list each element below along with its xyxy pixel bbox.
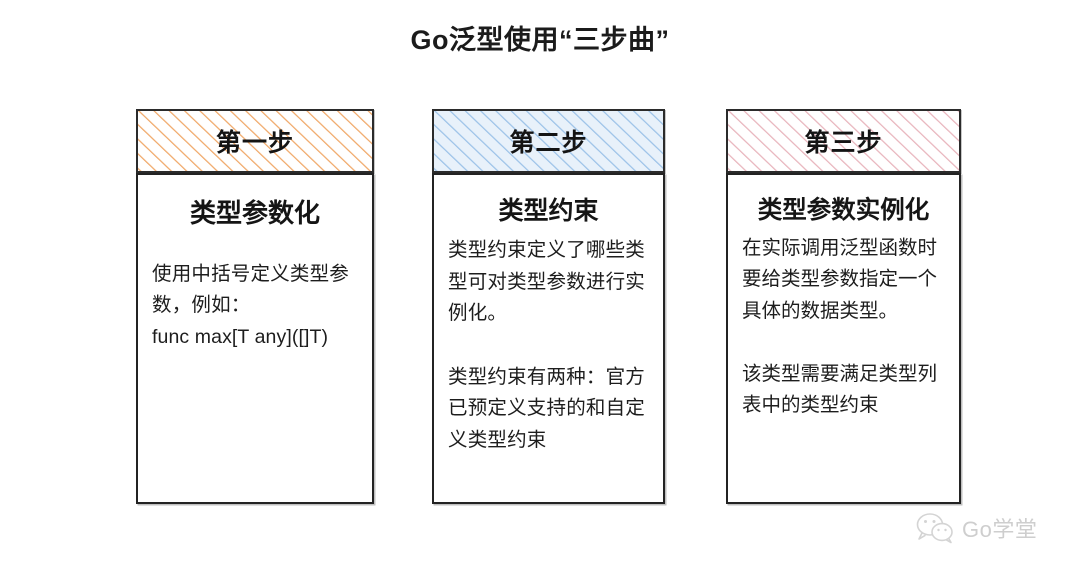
step-card-2-header: 第二步 bbox=[432, 109, 665, 173]
step-card-1-step-label: 第一步 bbox=[215, 129, 294, 157]
step-card-3: 第三步 类型参数实例化 在实际调用泛型函数时要给类型参数指定一个具体的数据类型。… bbox=[726, 109, 961, 504]
step-card-2-paragraph-2: 类型约束有两种：官方已预定义支持的和自定义类型约束 bbox=[448, 365, 646, 451]
step-card-3-paragraph-2: 该类型需要满足类型列表中的类型约束 bbox=[742, 362, 938, 417]
step-card-1-code-sample: func max[T any]([]T) bbox=[152, 325, 329, 348]
watermark-label: Go学堂 bbox=[962, 517, 1038, 542]
step-card-3-heading: 类型参数实例化 bbox=[757, 197, 930, 224]
wechat-icon bbox=[916, 513, 953, 544]
step-card-2-paragraph-1: 类型约束定义了哪些类型可对类型参数进行实例化。 bbox=[448, 239, 646, 325]
page-title: Go泛型使用“三步曲” bbox=[410, 25, 670, 55]
step-card-1-paragraph-1: 使用中括号定义类型参数，例如： bbox=[152, 262, 350, 317]
step-card-2-step-label: 第二步 bbox=[509, 129, 588, 157]
step-card-3-body: 类型参数实例化 在实际调用泛型函数时要给类型参数指定一个具体的数据类型。 该类型… bbox=[726, 173, 961, 504]
step-card-2-body: 类型约束 类型约束定义了哪些类型可对类型参数进行实例化。 类型约束有两种：官方已… bbox=[432, 173, 665, 504]
step-card-2: 第二步 类型约束 类型约束定义了哪些类型可对类型参数进行实例化。 类型约束有两种… bbox=[432, 109, 665, 504]
step-card-3-step-label: 第三步 bbox=[804, 129, 883, 157]
step-card-1: 第一步 类型参数化 使用中括号定义类型参数，例如： func max[T any… bbox=[136, 109, 374, 504]
step-card-2-heading: 类型约束 bbox=[498, 197, 599, 225]
step-card-1-header: 第一步 bbox=[136, 109, 374, 173]
step-card-3-paragraph-1: 在实际调用泛型函数时要给类型参数指定一个具体的数据类型。 bbox=[742, 236, 938, 322]
watermark: Go学堂 bbox=[915, 512, 1037, 544]
step-card-3-header: 第三步 bbox=[726, 109, 961, 173]
step-card-1-heading: 类型参数化 bbox=[189, 198, 320, 228]
step-card-1-body: 类型参数化 使用中括号定义类型参数，例如： func max[T any]([]… bbox=[136, 173, 374, 504]
